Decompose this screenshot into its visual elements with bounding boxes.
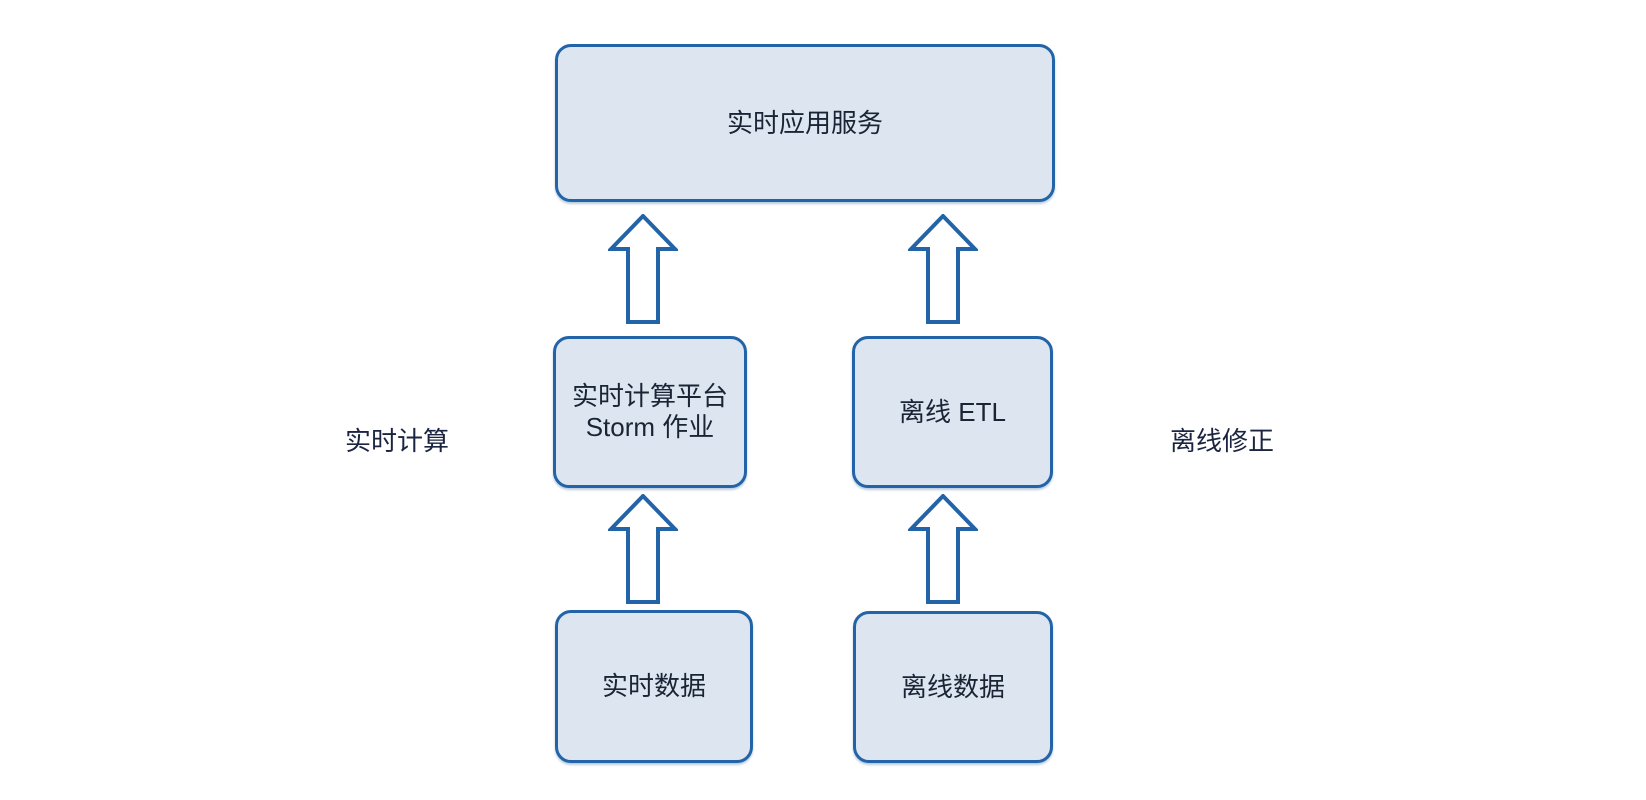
label-offline-correction: 离线修正 (1169, 426, 1274, 456)
node-realtime-data: 实时数据 (555, 610, 753, 763)
node-storm-platform-label-line1: 实时计算平台 (571, 381, 728, 411)
up-arrow-etl-to-app-service-icon (908, 214, 978, 324)
node-realtime-app-service-label: 实时应用服务 (726, 107, 883, 138)
node-realtime-data-label: 实时数据 (601, 671, 706, 701)
node-offline-data-label: 离线数据 (900, 671, 1005, 702)
node-offline-etl: 离线 ETL (852, 336, 1053, 488)
up-arrow-offline-data-to-etl-icon (908, 494, 978, 604)
node-offline-data: 离线数据 (853, 611, 1053, 763)
up-arrow-realtime-data-to-storm-icon (608, 494, 678, 604)
label-realtime-computing: 实时计算 (344, 426, 449, 456)
up-arrow-storm-to-app-service-icon (608, 214, 678, 324)
node-storm-platform: 实时计算平台 Storm 作业 (553, 336, 747, 488)
node-offline-etl-label: 离线 ETL (899, 396, 1006, 427)
node-realtime-app-service: 实时应用服务 (555, 44, 1055, 202)
node-storm-platform-label-line2: Storm 作业 (585, 412, 715, 442)
